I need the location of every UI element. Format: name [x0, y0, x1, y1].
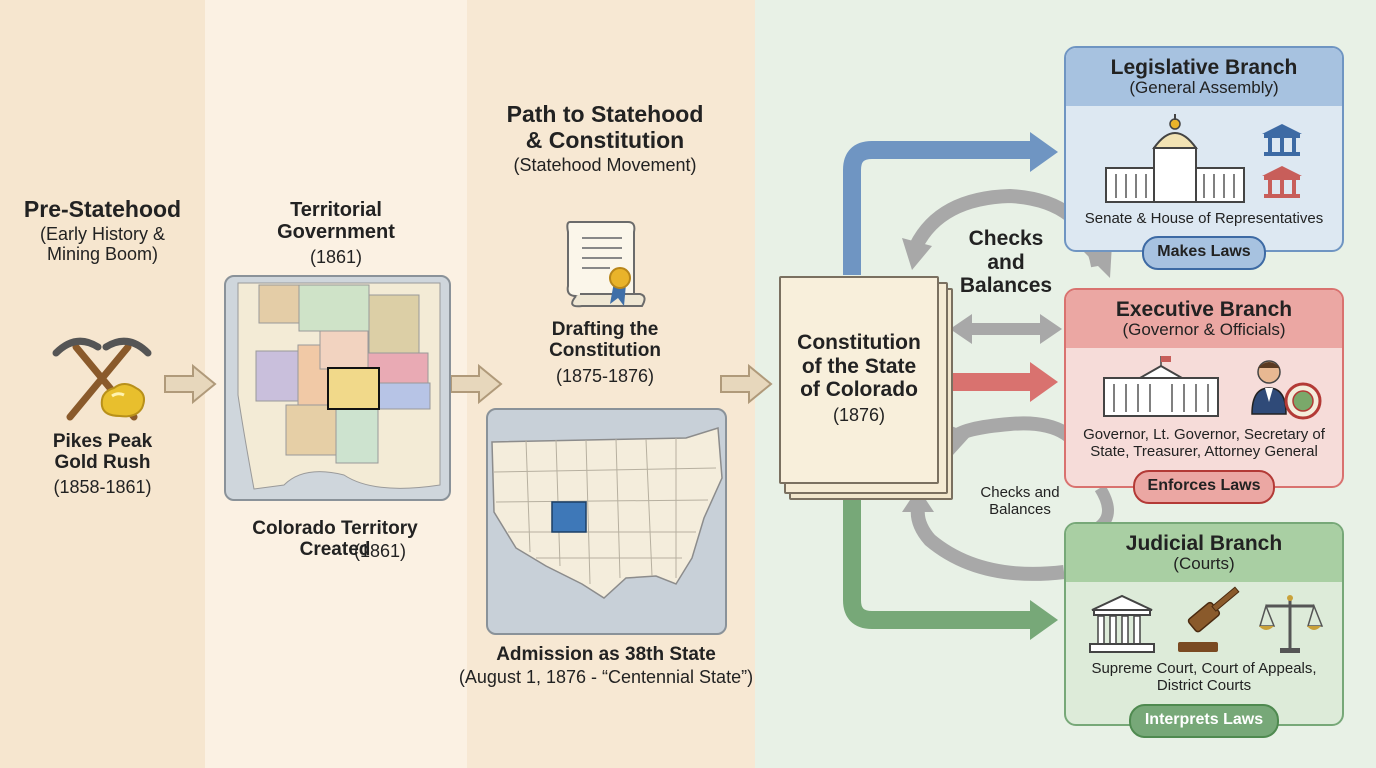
judicial-body: Supreme Court, Court of Appeals, Distric…: [1091, 660, 1317, 694]
official-person-icon: [1251, 360, 1287, 415]
pre-statehood-title: Pre-Statehood: [23, 196, 182, 222]
legislative-subtitle: (General Assembly): [1129, 78, 1279, 98]
pikes-peak-label: Pikes Peak Gold Rush: [52, 431, 153, 474]
government-house-icon: [1103, 356, 1219, 417]
capitol-building-icon: [1105, 114, 1245, 203]
constitution-document: Constitution of the State of Colorado (1…: [779, 276, 953, 500]
judicial-role-badge: Interprets Laws: [1129, 704, 1279, 738]
legislative-body: Senate & House of Representatives: [1084, 210, 1324, 227]
scroll-icon: [566, 221, 646, 308]
courthouse-icon: [1089, 594, 1155, 653]
executive-role-badge: Enforces Laws: [1133, 470, 1275, 504]
band-statehood: [467, 0, 755, 768]
statehood-title: Path to Statehood & Constitution: [506, 101, 704, 153]
scales-icon: [1258, 595, 1324, 653]
gavel-icon: [1178, 586, 1240, 652]
executive-header: Executive Branch (Governor & Officials): [1066, 290, 1342, 348]
judicial-branch-card: Judicial Branch (Courts) Supreme Court, …: [1064, 522, 1344, 726]
judicial-header: Judicial Branch (Courts): [1066, 524, 1342, 582]
pikes-peak-date: (1858-1861): [53, 477, 152, 497]
executive-body: Governor, Lt. Governor, Secretary of Sta…: [1083, 426, 1325, 460]
drafting-date: (1875-1876): [555, 366, 655, 386]
checks-balances-main: Checks and Balances: [959, 227, 1053, 298]
united-states-map: [486, 408, 727, 635]
constitution-year: (1876): [832, 405, 886, 425]
judicial-subtitle: (Courts): [1173, 554, 1235, 574]
arrow-territorial-to-statehood: [450, 363, 503, 405]
territorial-date: (1861): [309, 247, 363, 267]
western-territory-map: [224, 275, 451, 501]
statehood-subtitle: (Statehood Movement): [513, 155, 697, 175]
arrow-pre-to-territorial: [164, 363, 217, 405]
territorial-title: Territorial Government: [277, 199, 395, 244]
constitution-title: Constitution of the State of Colorado: [797, 331, 921, 402]
checks-balances-secondary: Checks and Balances: [980, 484, 1060, 518]
drafting-label: Drafting the Constitution: [549, 319, 661, 362]
executive-branch-card: Executive Branch (Governor & Officials) …: [1064, 288, 1344, 488]
colorado-territory-date: (1861): [353, 541, 407, 561]
legislative-branch-card: Legislative Branch (General Assembly) Se…: [1064, 46, 1344, 252]
pre-statehood-subtitle: (Early History & Mining Boom): [39, 224, 165, 265]
executive-title: Executive Branch: [1115, 298, 1293, 321]
admission-detail: (August 1, 1876 - “Centennial State”): [458, 667, 754, 687]
gold-nugget-icon: [100, 383, 145, 418]
admission-label: Admission as 38th State: [496, 644, 716, 665]
judicial-title: Judicial Branch: [1125, 532, 1283, 555]
legislative-header: Legislative Branch (General Assembly): [1066, 48, 1342, 106]
arrow-statehood-to-constitution: [720, 363, 773, 405]
colorado-territory-caption: Colorado Territory Created: [252, 518, 418, 561]
state-seal-icon: [1284, 382, 1322, 420]
executive-subtitle: (Governor & Officials): [1122, 320, 1286, 340]
legislative-title: Legislative Branch: [1110, 56, 1298, 79]
legislative-role-badge: Makes Laws: [1142, 236, 1266, 270]
legislature-chamber-icon: [1262, 124, 1302, 198]
